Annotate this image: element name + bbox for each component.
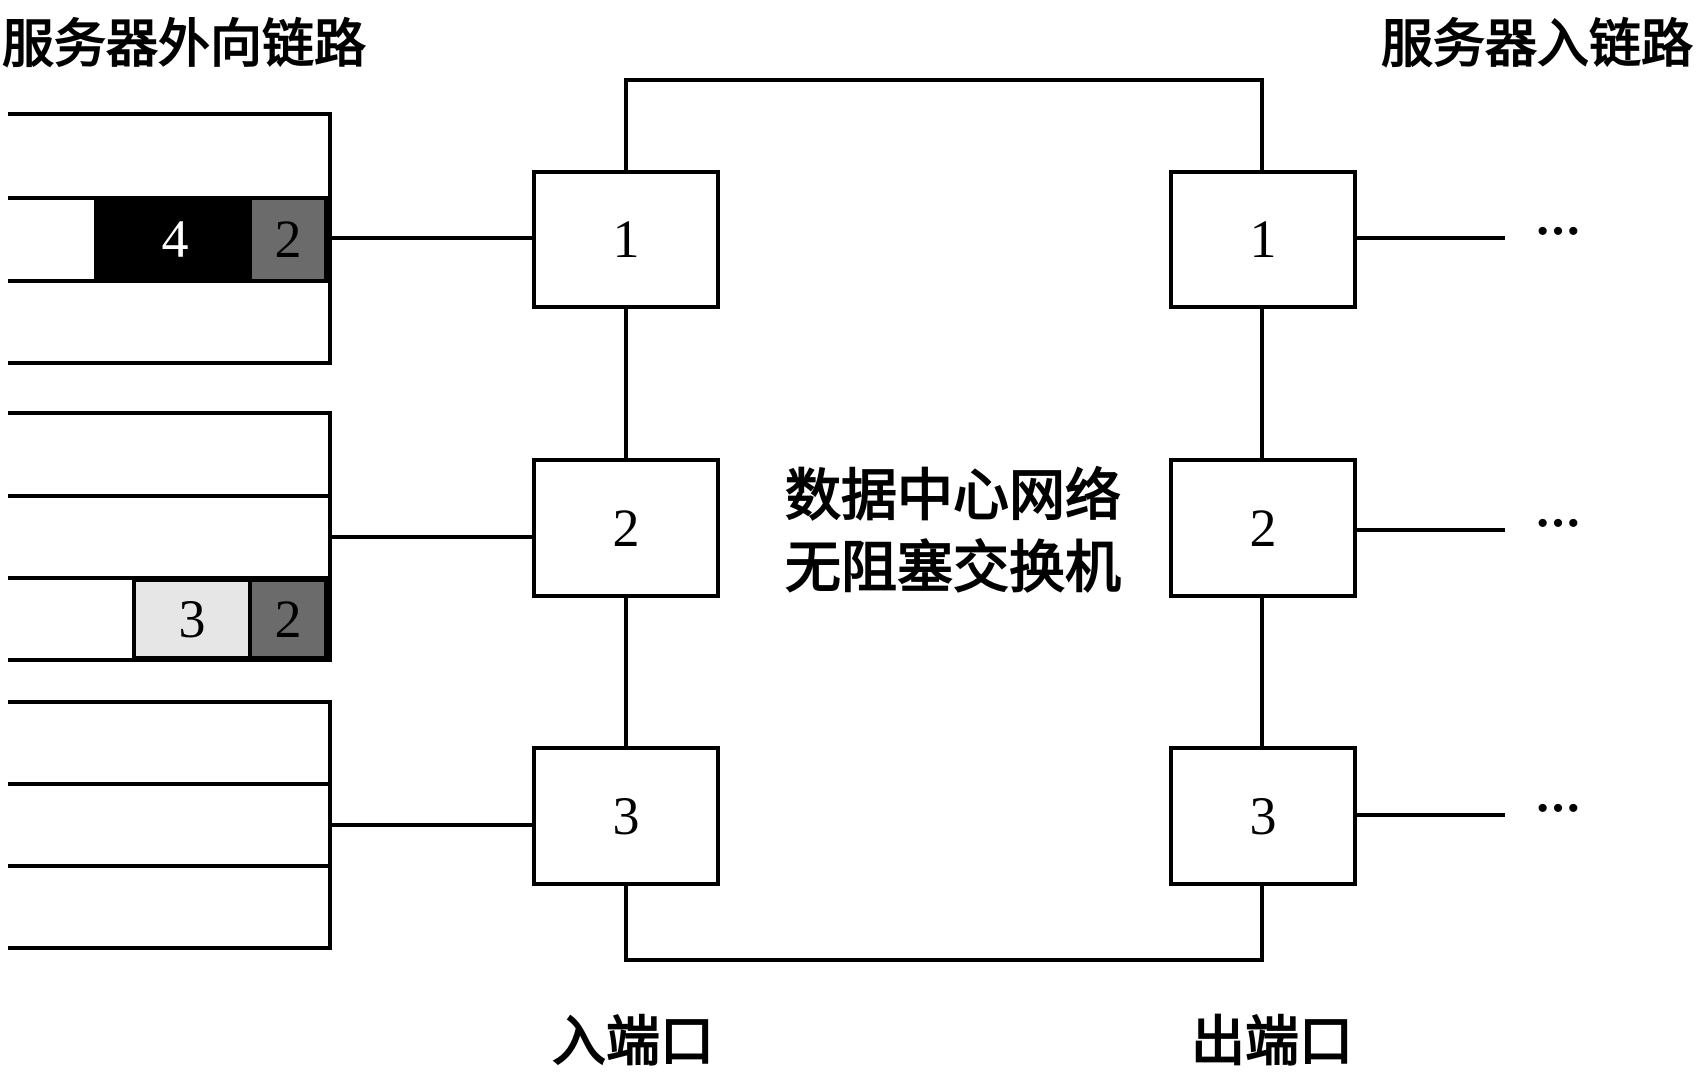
packet-box xyxy=(248,196,328,283)
packet-label: 3 xyxy=(179,589,206,649)
switch-label-line2: 无阻塞交换机 xyxy=(785,536,1121,601)
packet-box xyxy=(132,578,252,660)
packet-label: 4 xyxy=(162,209,189,269)
fabric-bottom xyxy=(624,884,1264,962)
switch-fabric xyxy=(624,78,1264,962)
port-box xyxy=(532,746,720,886)
port-label: 1 xyxy=(1250,209,1277,269)
egress-port-1: 1 xyxy=(1169,170,1357,309)
port-box xyxy=(1169,746,1357,886)
port-box xyxy=(532,458,720,598)
packet-label: 2 xyxy=(275,589,302,649)
inbound-links-title: 服务器入链路 xyxy=(1381,15,1694,75)
ingress-port-3: 3 xyxy=(532,746,720,886)
packet-label: 2 xyxy=(275,209,302,269)
egress-port-2: 2 xyxy=(1169,458,1357,598)
packet-queue-2: 3 2 xyxy=(132,578,328,660)
outbound-links-title: 服务器外向链路 xyxy=(2,15,367,75)
port-label: 1 xyxy=(613,209,640,269)
packet-box xyxy=(248,578,328,660)
ingress-port-2: 2 xyxy=(532,458,720,598)
port-box xyxy=(532,170,720,309)
port-label: 3 xyxy=(613,786,640,846)
port-label: 3 xyxy=(1250,786,1277,846)
egress-ports-label: 出端口 xyxy=(1191,1010,1353,1073)
switch-label-line1: 数据中心网络 xyxy=(785,464,1121,529)
fabric-top xyxy=(624,78,1264,172)
server-link-group-3 xyxy=(8,700,332,950)
packet-queue-1: 4 2 xyxy=(94,196,328,283)
ingress-ports-label: 入端口 xyxy=(552,1010,714,1073)
egress-port-3: 3 xyxy=(1169,746,1357,886)
ellipsis-3: ··· xyxy=(1535,783,1581,834)
port-label: 2 xyxy=(1250,498,1277,558)
ingress-port-1: 1 xyxy=(532,170,720,309)
port-box xyxy=(1169,458,1357,598)
port-box xyxy=(1169,170,1357,309)
ellipsis-2: ··· xyxy=(1535,498,1581,549)
ellipsis-1: ··· xyxy=(1535,206,1581,257)
port-label: 2 xyxy=(613,498,640,558)
